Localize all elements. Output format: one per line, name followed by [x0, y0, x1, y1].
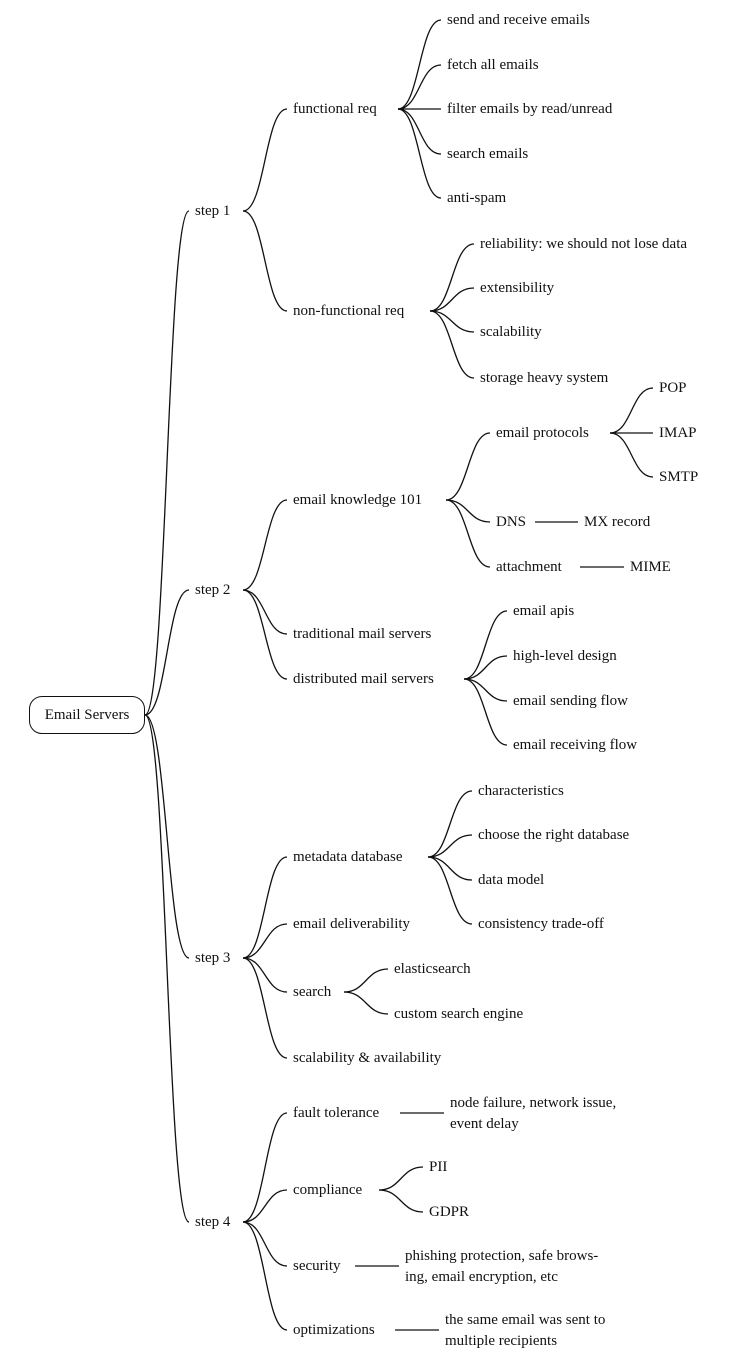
compliance-item-node: GDPR [429, 1204, 470, 1220]
branch-connector [427, 856, 473, 925]
step-connector [242, 589, 288, 635]
branch-connector [343, 991, 389, 1015]
branch-connector [378, 1189, 424, 1213]
nonfunctional-item-node: storage heavy system [480, 370, 609, 386]
protocol-item-node: IMAP [659, 425, 697, 441]
search-node: search [293, 984, 332, 1000]
metadata-item-node: consistency trade-off [478, 916, 604, 932]
branch-connector [378, 1166, 424, 1191]
branch-connector [427, 790, 473, 858]
root-node: Email Servers [29, 696, 145, 734]
metadata-database-node: metadata database [293, 849, 403, 865]
branch-connector [343, 968, 389, 993]
nonfunctional-item-node: scalability [480, 324, 542, 340]
branch-connector [463, 678, 508, 702]
dns-node: DNS [496, 514, 527, 530]
branch-connector [397, 108, 442, 155]
metadata-item-node: data model [478, 872, 545, 888]
branch-connector [427, 834, 473, 858]
mx-record-node: MX record [584, 514, 651, 530]
functional-item-node: filter emails by read/unread [447, 101, 613, 117]
functional-item-node: fetch all emails [447, 57, 539, 73]
step-connector [242, 1221, 288, 1267]
step-3-node: step 3 [195, 950, 231, 966]
email-protocols-node: email protocols [496, 425, 589, 441]
step-connector [242, 589, 288, 680]
metadata-item-node: characteristics [478, 783, 564, 799]
search-item-node: elasticsearch [394, 961, 471, 977]
functional-item-node: search emails [447, 146, 529, 162]
branch-connector [609, 387, 654, 434]
branch-connector [397, 64, 442, 110]
nonfunctional-item-node: extensibility [480, 280, 555, 296]
email-deliverability-node: email deliverability [293, 916, 411, 932]
step-connector [242, 210, 288, 312]
distributed-item-node: email receiving flow [513, 737, 638, 753]
traditional-mail-servers-node: traditional mail servers [293, 626, 432, 642]
security-detail: phishing protection, safe brows- ing, em… [405, 1248, 599, 1285]
attachment-node: attachment [496, 559, 562, 575]
branch-connector [445, 499, 491, 568]
branch-connector [429, 310, 475, 379]
mime-node: MIME [630, 559, 671, 575]
step-connector [242, 499, 288, 591]
step-connector [242, 108, 288, 212]
branch-connector [445, 499, 491, 523]
branch-connector [397, 108, 442, 199]
root-to-step-connector [144, 210, 190, 716]
root-label: Email Servers [44, 706, 130, 723]
fault-tolerance-detail: node failure, network issue, event delay [450, 1095, 617, 1132]
branch-connector [397, 19, 442, 110]
fault-tolerance-node: fault tolerance [293, 1105, 380, 1121]
compliance-item-node: PII [429, 1159, 448, 1175]
distributed-item-node: email sending flow [513, 693, 628, 709]
distributed-mail-servers-node: distributed mail servers [293, 671, 434, 687]
step-4-node: step 4 [195, 1214, 231, 1230]
nonfunctional-item-node: reliability: we should not lose data [480, 236, 688, 252]
distributed-item-node: email apis [513, 603, 575, 619]
step-connector [242, 957, 288, 1059]
branch-connector [609, 432, 654, 478]
step-connector [242, 856, 288, 959]
step-connector [242, 1221, 288, 1331]
search-item-node: custom search engine [394, 1006, 524, 1022]
nonfunctional-req-node: non-functional req [293, 303, 405, 319]
branch-connector [463, 610, 508, 680]
metadata-item-node: choose the right database [478, 827, 630, 843]
security-node: security [293, 1258, 341, 1274]
root-to-step-connector [144, 589, 190, 716]
step-connector [242, 957, 288, 993]
branch-connector [429, 243, 475, 312]
optimizations-node: optimizations [293, 1322, 375, 1338]
step-1-node: step 1 [195, 203, 231, 219]
scalability-availability-node: scalability & availability [293, 1050, 442, 1066]
branch-connector [429, 287, 475, 312]
root-to-step-connector [144, 714, 190, 959]
branch-connector [463, 678, 508, 746]
protocol-item-node: POP [659, 380, 687, 396]
compliance-node: compliance [293, 1182, 363, 1198]
step-connector [242, 1189, 288, 1223]
email-knowledge-node: email knowledge 101 [293, 492, 423, 508]
functional-req-node: functional req [293, 101, 377, 117]
step-connector [242, 923, 288, 959]
branch-connector [427, 856, 473, 881]
step-2-node: step 2 [195, 582, 231, 598]
branch-connector [445, 432, 491, 501]
distributed-item-node: high-level design [513, 648, 617, 664]
functional-item-node: anti-spam [447, 190, 507, 206]
protocol-item-node: SMTP [659, 469, 699, 485]
branch-connector [429, 310, 475, 333]
optimizations-detail: the same email was sent to multiple reci… [445, 1312, 606, 1349]
branch-connector [463, 655, 508, 680]
step-connector [242, 1112, 288, 1223]
functional-item-node: send and receive emails [447, 12, 590, 28]
root-to-step-connector [144, 714, 190, 1223]
